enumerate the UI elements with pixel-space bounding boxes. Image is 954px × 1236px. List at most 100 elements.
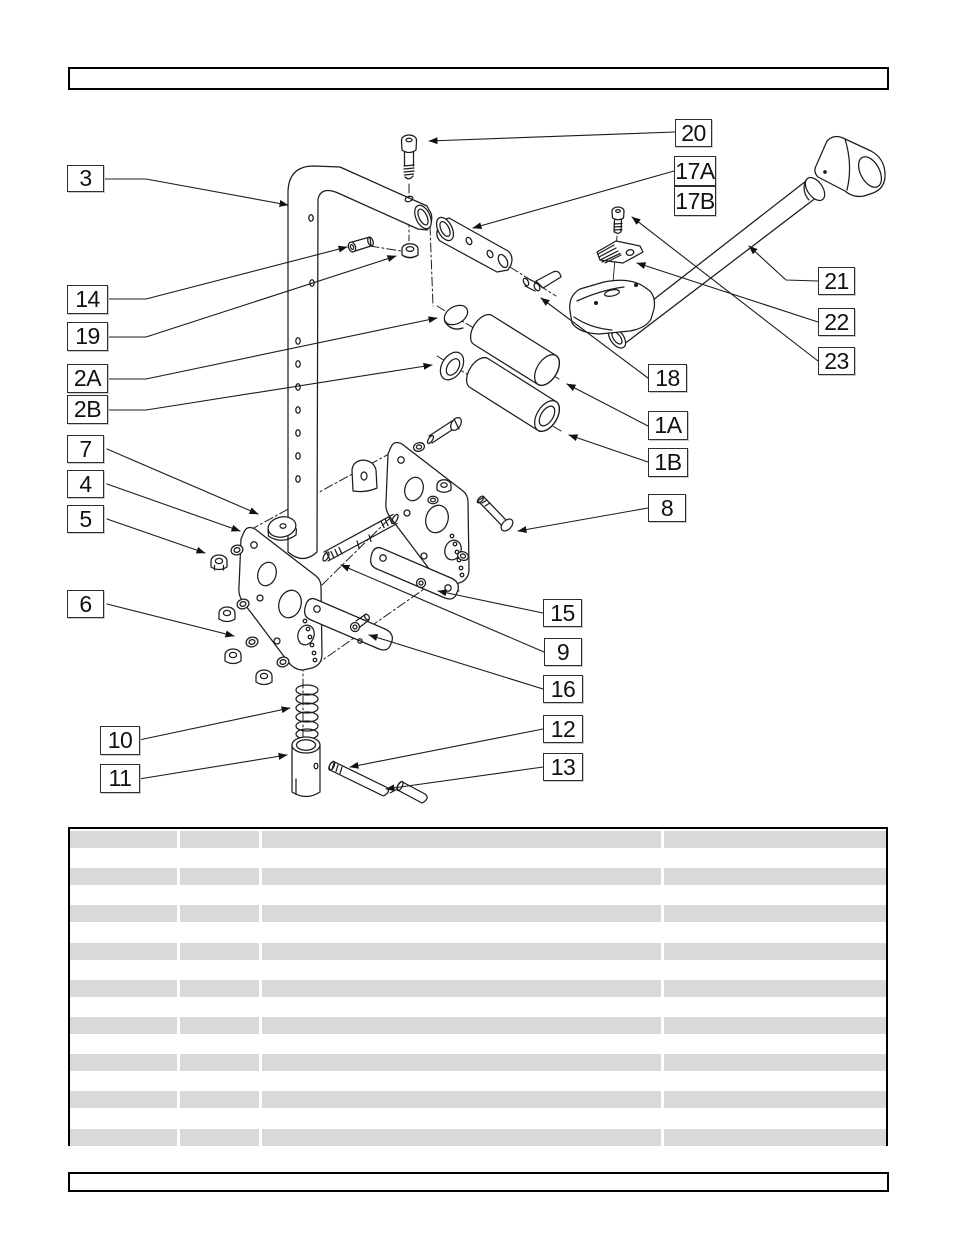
table-cell [70, 979, 177, 997]
table-cell [262, 1054, 661, 1072]
callout-5: 5 [67, 505, 104, 533]
table-row [70, 1016, 886, 1034]
table-cell [262, 979, 661, 997]
table-cell [664, 1016, 886, 1034]
part-roller-1A [469, 313, 561, 387]
part-bushing-2B [439, 351, 465, 381]
callout-2A: 2A [67, 364, 108, 393]
table-cell [262, 1091, 661, 1109]
callout-19: 19 [67, 322, 108, 351]
part-d-tab [351, 459, 378, 493]
part-footplate-latch [569, 279, 656, 335]
table-cell [262, 942, 661, 960]
table-cell [664, 1128, 886, 1146]
table-cell [262, 1128, 661, 1146]
table-cell [664, 905, 886, 923]
table-cell [70, 868, 177, 886]
table-cell [180, 1054, 259, 1072]
part-nut-washer-right [427, 479, 469, 561]
table-row [70, 868, 886, 886]
leader-lines [103, 131, 819, 792]
table-cell [262, 868, 661, 886]
part-cap-2A [443, 304, 469, 330]
part-clamp-22 [596, 240, 644, 264]
callout-12: 12 [543, 715, 583, 743]
table-cell [664, 979, 886, 997]
table-cell [664, 868, 886, 886]
table-cell [262, 905, 661, 923]
callout-17A: 17A [674, 156, 716, 186]
table-cell [664, 1091, 886, 1109]
callout-1A: 1A [648, 411, 688, 440]
part-extension-tube-17 [435, 216, 513, 273]
table-row [70, 1091, 886, 1109]
table-row [70, 831, 886, 848]
parts-table [68, 827, 888, 1146]
exploded-parts-diagram [103, 131, 886, 804]
callout-23: 23 [818, 347, 855, 375]
table-cell [70, 942, 177, 960]
part-pivot-cap-7 [267, 516, 298, 541]
table-cell [180, 905, 259, 923]
table-row [70, 905, 886, 923]
part-receiver-11 [291, 736, 321, 798]
callout-1B: 1B [648, 448, 688, 477]
part-mounting-plate-left [238, 526, 323, 671]
callout-9: 9 [544, 638, 582, 666]
part-roller-1B [465, 356, 561, 432]
table-cell [70, 905, 177, 923]
table-cell [180, 868, 259, 886]
part-bolt-8 [476, 495, 514, 532]
part-release-handle-tube [607, 135, 886, 349]
table-row [70, 979, 886, 997]
table-cell [180, 1091, 259, 1109]
table-row [70, 1054, 886, 1072]
part-spring-10 [295, 684, 319, 740]
callout-13: 13 [543, 753, 583, 781]
part-left-fasteners [210, 544, 290, 686]
table-cell [70, 1091, 177, 1109]
callout-6: 6 [67, 590, 104, 618]
callout-4: 4 [67, 470, 104, 498]
table-cell [180, 1016, 259, 1034]
part-screw-20 [400, 134, 418, 180]
table-cell [70, 1054, 177, 1072]
table-cell [262, 1016, 661, 1034]
callout-17B: 17B [674, 186, 716, 216]
table-cell [180, 979, 259, 997]
callout-21: 21 [818, 267, 855, 295]
table-cell [70, 1016, 177, 1034]
header-box [68, 67, 889, 90]
table-cell [180, 1128, 259, 1146]
table-cell [70, 1128, 177, 1146]
callout-10: 10 [100, 726, 140, 755]
part-pin-18 [522, 270, 562, 292]
table-cell [664, 831, 886, 848]
callout-8: 8 [648, 494, 686, 522]
table-cell [664, 1054, 886, 1072]
callout-15: 15 [543, 599, 582, 627]
callout-7: 7 [67, 435, 104, 463]
callout-16: 16 [543, 675, 583, 703]
part-hanger-tube [287, 165, 433, 560]
callout-3: 3 [67, 165, 104, 192]
part-nut-19 [401, 243, 419, 259]
table-cell [664, 942, 886, 960]
callout-20: 20 [675, 119, 712, 147]
callout-22: 22 [818, 308, 855, 336]
part-mounting-plate-right [385, 441, 470, 586]
table-row [70, 942, 886, 960]
table-cell [180, 831, 259, 848]
callout-11: 11 [100, 764, 140, 793]
part-screw-14 [347, 236, 374, 253]
table-row [70, 1128, 886, 1146]
footer-box [68, 1172, 889, 1192]
table-cell [262, 831, 661, 848]
table-cell [180, 942, 259, 960]
callout-2B: 2B [67, 395, 108, 424]
part-latch-plate-15 [370, 546, 459, 600]
table-cell [70, 831, 177, 848]
callout-14: 14 [67, 285, 108, 314]
part-bolt-top [412, 417, 462, 452]
